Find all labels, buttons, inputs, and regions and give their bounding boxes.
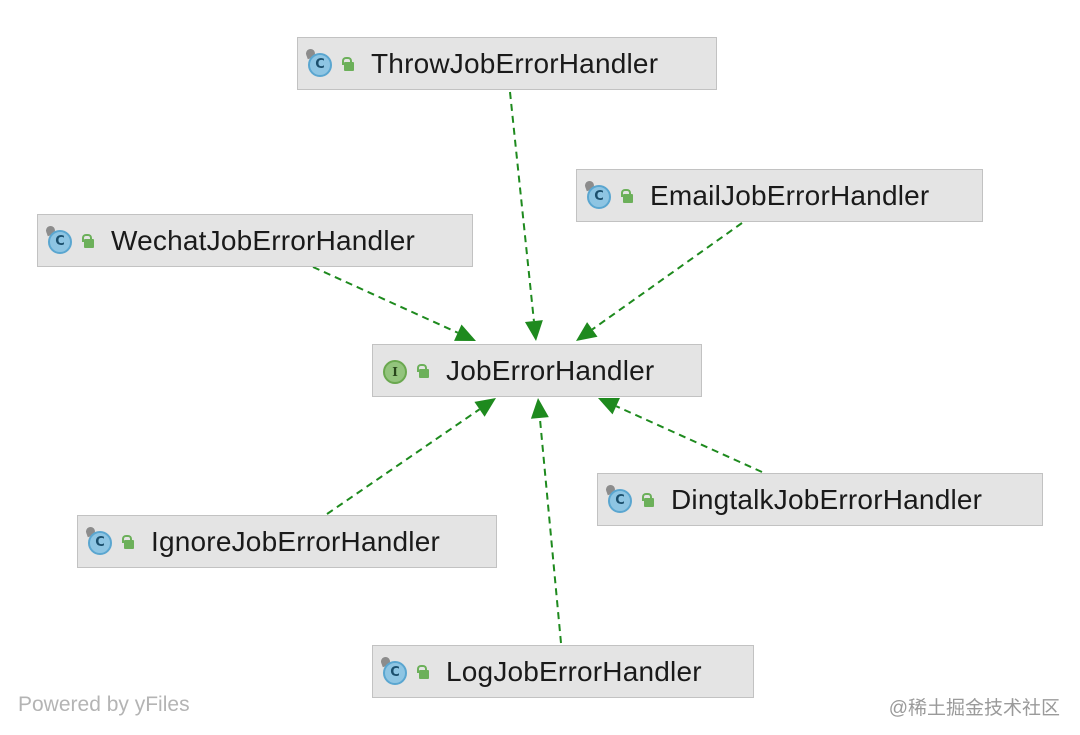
public-lock-icon — [417, 363, 429, 378]
public-lock-icon — [342, 56, 354, 71]
node-label: EmailJobErrorHandler — [650, 179, 930, 211]
node-label: DingtalkJobErrorHandler — [671, 483, 983, 515]
class-icon: C — [304, 47, 333, 77]
arrowhead-dingtalk — [598, 398, 620, 415]
node-dingtalk-job-error-handler[interactable]: C DingtalkJobErrorHandler — [597, 473, 1043, 526]
node-label: IgnoreJobErrorHandler — [151, 525, 441, 557]
class-icon: C — [379, 655, 408, 685]
edge-email-to-base — [591, 222, 743, 331]
public-lock-icon — [621, 188, 633, 203]
node-job-error-handler-interface[interactable]: I JobErrorHandler — [372, 344, 702, 397]
edge-dingtalk-to-base — [615, 405, 763, 473]
public-lock-icon — [82, 233, 94, 248]
public-lock-icon — [642, 492, 654, 507]
node-wechat-job-error-handler[interactable]: C WechatJobErrorHandler — [37, 214, 473, 267]
public-lock-icon — [417, 664, 429, 679]
node-ignore-job-error-handler[interactable]: C IgnoreJobErrorHandler — [77, 515, 497, 568]
powered-by-label: Powered by yFiles — [18, 693, 190, 716]
node-label: ThrowJobErrorHandler — [371, 47, 659, 79]
class-icon: C — [84, 525, 113, 555]
class-icon: C — [44, 224, 73, 254]
class-icon: C — [604, 483, 633, 513]
public-lock-icon — [122, 534, 134, 549]
node-label: JobErrorHandler — [446, 354, 655, 386]
node-throw-job-error-handler[interactable]: C ThrowJobErrorHandler — [297, 37, 717, 90]
class-icon: C — [583, 179, 612, 209]
arrowhead-wechat — [454, 324, 476, 341]
source-watermark: @稀土掘金技术社区 — [888, 698, 1060, 719]
arrowhead-email — [576, 322, 598, 341]
arrowhead-ignore — [474, 398, 496, 417]
arrowhead-log — [530, 398, 549, 419]
node-label: WechatJobErrorHandler — [111, 224, 416, 256]
arrowhead-throw — [524, 320, 543, 341]
edge-throw-to-base — [509, 91, 535, 322]
node-label: LogJobErrorHandler — [446, 655, 702, 687]
edge-ignore-to-base — [326, 408, 481, 515]
node-log-job-error-handler[interactable]: C LogJobErrorHandler — [372, 645, 754, 698]
edge-wechat-to-base — [312, 266, 459, 334]
node-email-job-error-handler[interactable]: C EmailJobErrorHandler — [576, 169, 983, 222]
interface-icon: I — [382, 358, 408, 384]
edge-log-to-base — [538, 417, 562, 644]
